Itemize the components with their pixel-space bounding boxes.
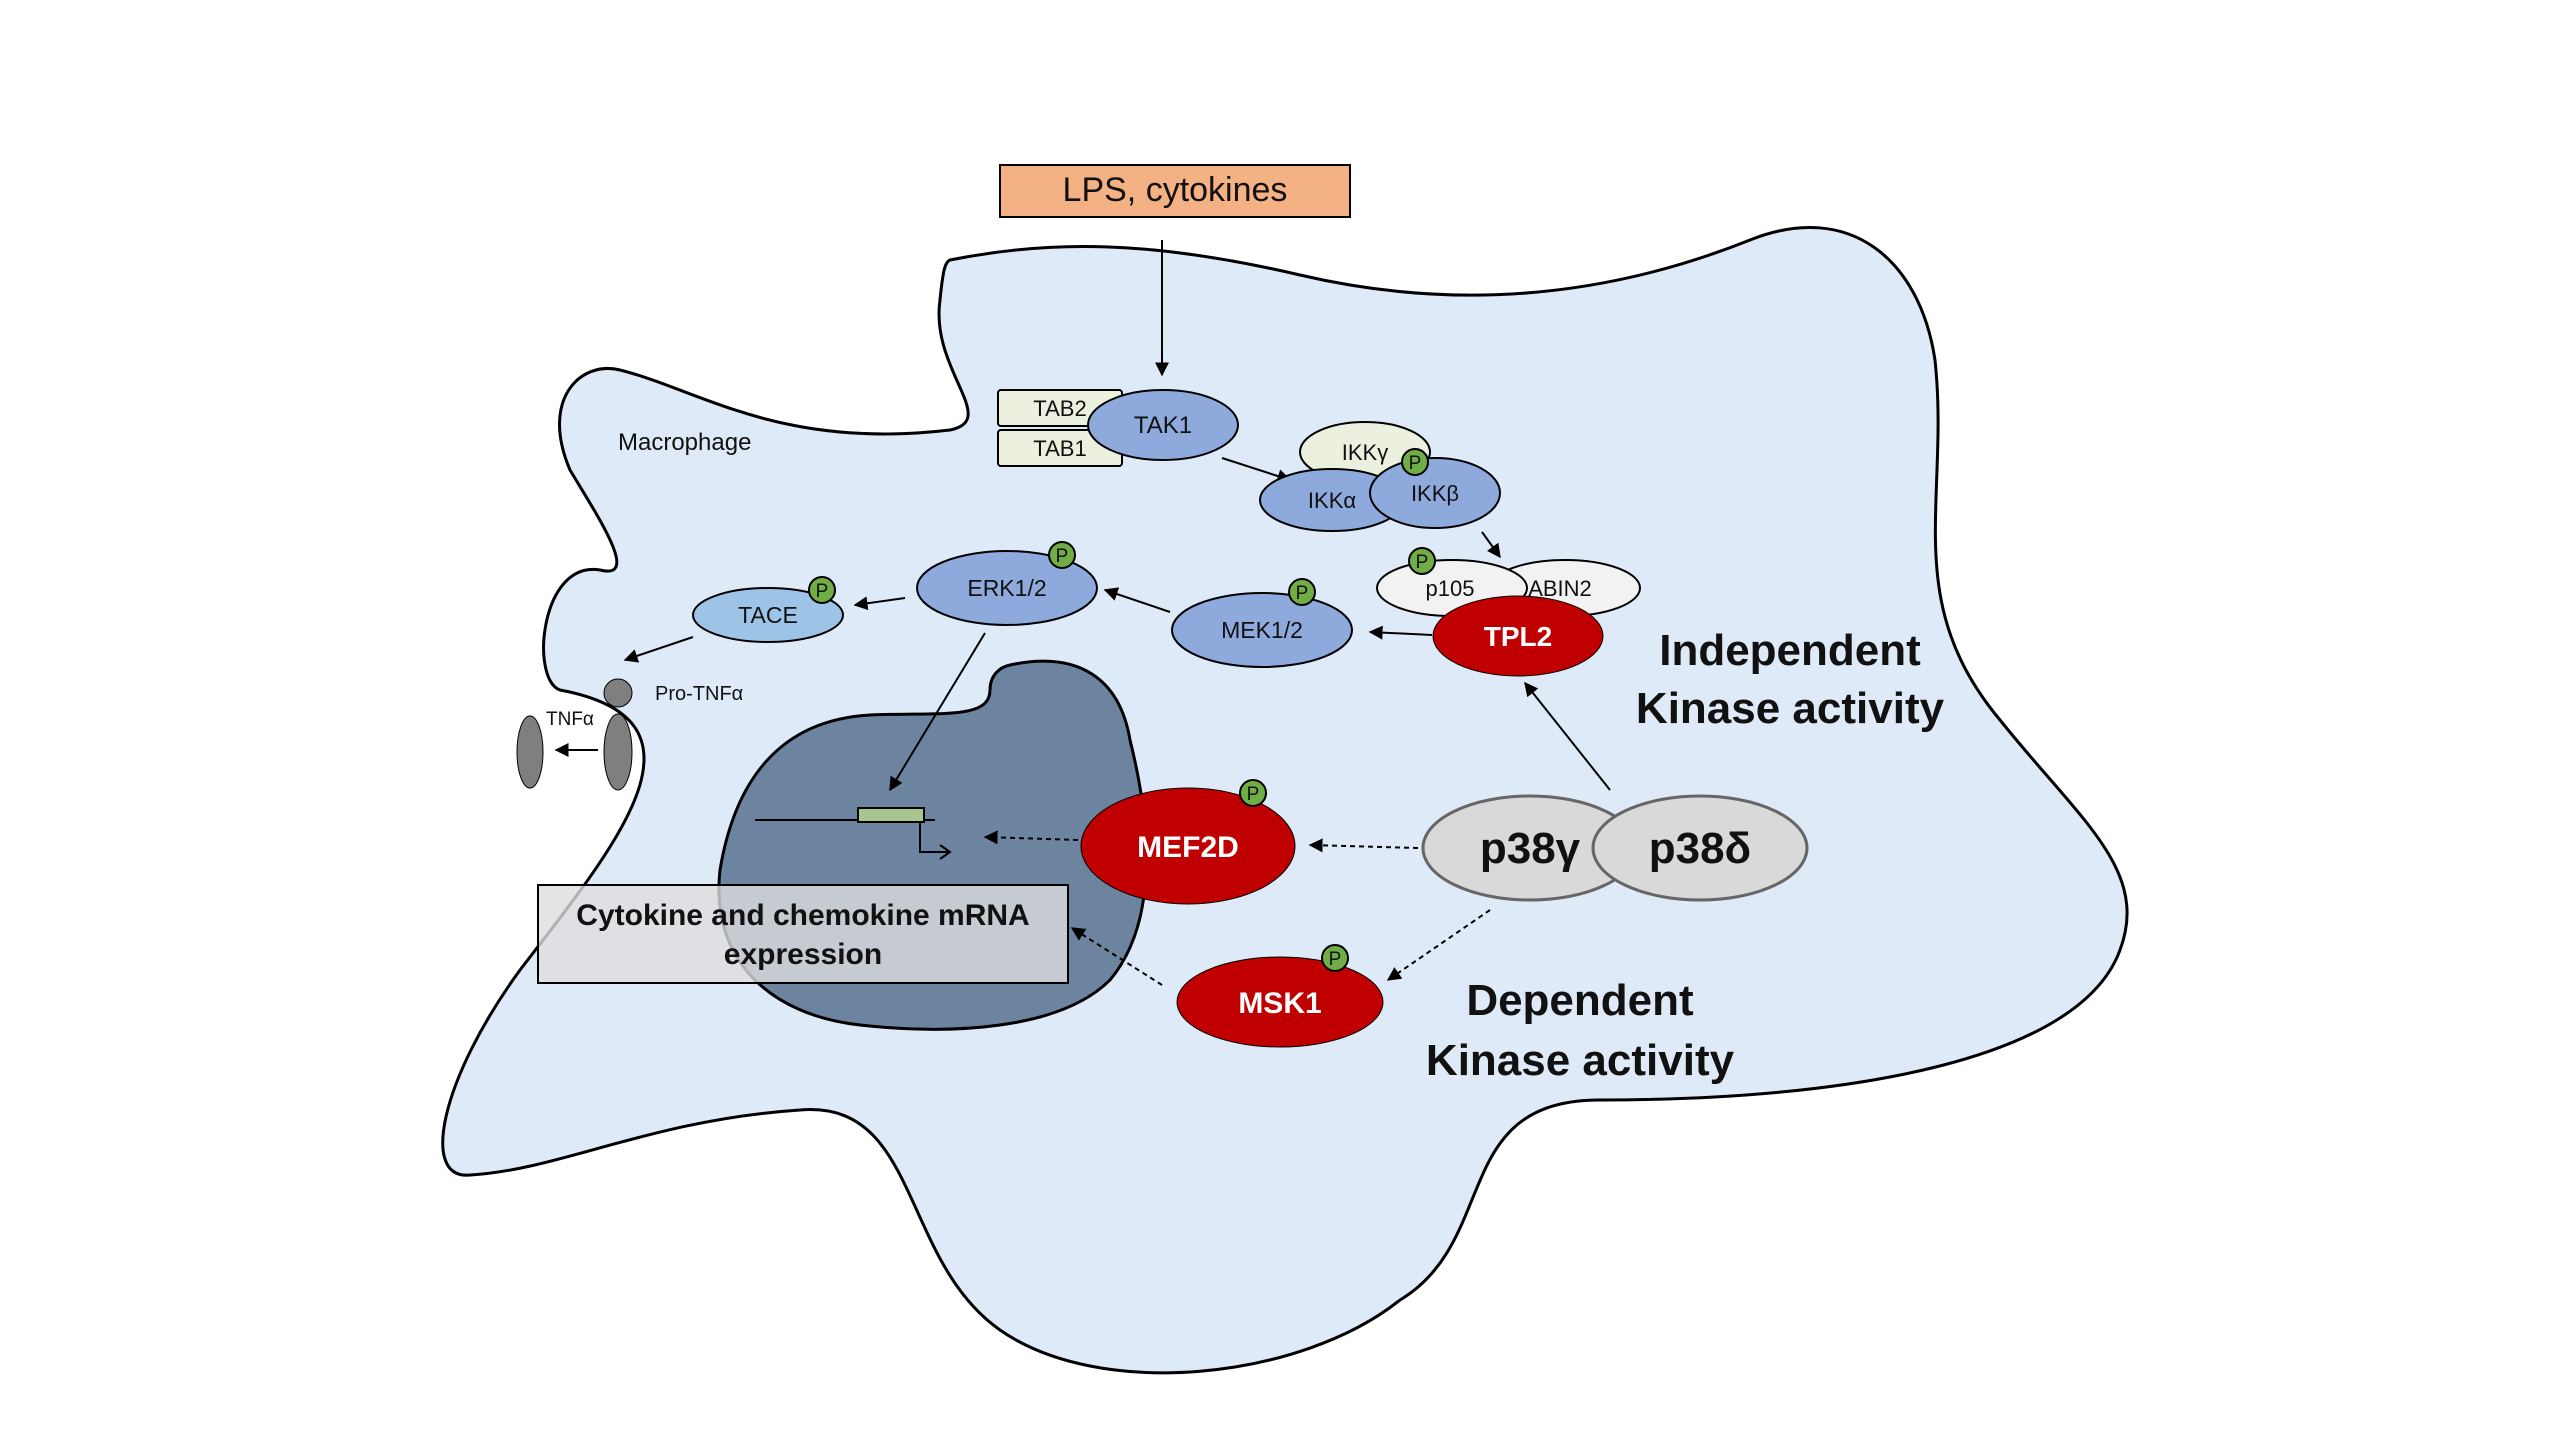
arrow-p38-to-msk1 <box>1386 909 1491 981</box>
expression-label-line1: Cytokine and chemokine mRNA <box>576 899 1029 932</box>
p38-delta-protein: p38δ <box>1591 794 1809 902</box>
phospho-erk: P <box>1048 541 1076 569</box>
gene-box <box>857 807 925 823</box>
phospho-tace: P <box>808 576 836 604</box>
svg-text:P: P <box>1296 583 1309 604</box>
transcription-start-arrow <box>919 822 948 853</box>
svg-text:p38δ: p38δ <box>1649 824 1752 873</box>
independent-label-line1: Independent <box>1659 626 1921 675</box>
phospho-mek: P <box>1288 578 1316 606</box>
tnf-protein <box>516 715 544 789</box>
svg-text:IKKα: IKKα <box>1308 488 1356 513</box>
svg-text:P: P <box>1247 784 1260 805</box>
svg-text:TAB1: TAB1 <box>1033 436 1086 461</box>
tnf-label: TNFα <box>546 709 594 730</box>
ikk-alpha-protein: IKKα <box>1259 468 1405 532</box>
dependent-label-line1: Dependent <box>1466 976 1694 1025</box>
svg-text:IKKβ: IKKβ <box>1411 481 1459 506</box>
phospho-msk1: P <box>1321 944 1349 972</box>
arrow-p38-to-mef2d <box>1308 838 1419 853</box>
tab1-protein: TAB1 <box>997 429 1123 467</box>
erk-protein: ERK1/2 <box>916 550 1098 626</box>
tace-protein: TACE <box>692 587 844 643</box>
ikk-beta-protein: IKKβ <box>1369 457 1501 529</box>
phospho-ikk-beta: P <box>1401 448 1429 476</box>
svg-text:MSK1: MSK1 <box>1238 987 1321 1020</box>
arrow-tace-to-membrane <box>623 636 694 663</box>
svg-text:P: P <box>1409 453 1422 474</box>
phospho-mef2d: P <box>1239 779 1267 807</box>
arrow-tak1-to-ikk <box>1221 457 1292 483</box>
svg-text:P: P <box>1056 546 1069 567</box>
dependent-label-line2: Kinase activity <box>1426 1036 1735 1085</box>
arrow-p38-to-tpl2 <box>1524 681 1611 791</box>
svg-text:TACE: TACE <box>738 602 798 628</box>
pro-tnf-label: Pro-TNFα <box>655 683 743 705</box>
macrophage-cell <box>441 225 2129 1375</box>
gene-locus <box>755 807 952 860</box>
svg-text:TAB2: TAB2 <box>1033 396 1086 421</box>
expression-label-line2: expression <box>724 938 882 971</box>
svg-text:p38γ: p38γ <box>1480 824 1581 873</box>
expression-box: Cytokine and chemokine mRNA expression <box>537 884 1069 984</box>
svg-text:TAK1: TAK1 <box>1134 412 1192 439</box>
pro-tnf-protein <box>603 678 633 791</box>
tak1-protein: TAK1 <box>1087 389 1239 461</box>
svg-text:P: P <box>1329 949 1342 970</box>
mef2d-protein: MEF2D <box>1080 787 1296 905</box>
svg-text:IKKγ: IKKγ <box>1342 440 1388 465</box>
pathway-arrows <box>554 240 1611 986</box>
mek-protein: MEK1/2 <box>1171 592 1353 668</box>
cell-label: Macrophage <box>618 429 751 456</box>
msk1-protein: MSK1 <box>1176 956 1384 1048</box>
tpl2-protein: TPL2 <box>1432 595 1604 677</box>
arrow-mek-to-erk <box>1103 587 1171 613</box>
arrow-erk-to-tace <box>853 596 906 611</box>
arrow-ikk-to-p105 <box>1481 531 1501 559</box>
svg-text:p105: p105 <box>1426 576 1475 601</box>
phospho-p105: P <box>1408 547 1436 575</box>
svg-text:ERK1/2: ERK1/2 <box>967 575 1046 601</box>
stimulus-box: LPS, cytokines <box>999 164 1351 218</box>
svg-text:MEK1/2: MEK1/2 <box>1221 617 1303 643</box>
stimulus-label: LPS, cytokines <box>1063 171 1288 209</box>
p38-gamma-protein: p38γ <box>1421 794 1639 902</box>
independent-label-line2: Kinase activity <box>1636 684 1945 733</box>
svg-text:P: P <box>1416 552 1429 573</box>
svg-text:MEF2D: MEF2D <box>1137 831 1239 864</box>
arrow-erk-to-gene <box>889 632 986 792</box>
arrow-mef2d-to-gene <box>983 830 1079 845</box>
svg-text:P: P <box>816 581 829 602</box>
svg-text:TPL2: TPL2 <box>1484 621 1552 652</box>
arrow-tpl2-to-mek <box>1368 625 1433 640</box>
